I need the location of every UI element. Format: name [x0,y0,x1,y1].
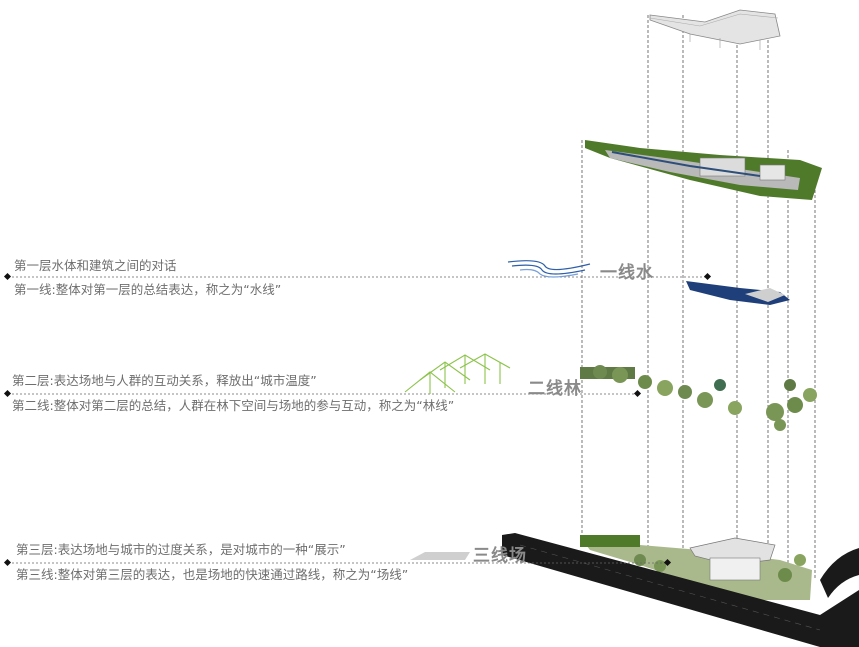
layer-3-label: 三线场 [473,546,527,566]
plaza-slab-icon [410,552,470,560]
layer-3-title: 第三层:表达场地与城市的过度关系，是对城市的一种“展示” [16,542,346,557]
layer-2-summary: 第二线:整体对第二层的总结，人群在林下空间与场地的参与互动，称之为“林线” [12,398,455,413]
site-field-layer [580,535,812,600]
layer-1-summary: 第一线:整体对第一层的总结表达，称之为“水线” [14,282,282,297]
layer-1-label: 一线水 [600,263,654,283]
forest-outline-icon [404,353,511,394]
road-curve [820,548,859,598]
ground-floor-layer [585,140,822,200]
layer-1-title: 第一层水体和建筑之间的对话 [14,258,177,273]
water-layer [686,281,790,305]
layer-2-title: 第二层:表达场地与人群的互动关系，释放出“城市温度” [12,373,317,388]
road [502,533,859,647]
layer-2-label: 二线林 [528,379,582,399]
leader-lines [8,276,708,564]
forest-layer [580,365,817,431]
roof-structure [649,9,781,50]
water-wave-icon [507,260,591,278]
leader-endpoints [3,272,712,567]
layer-3-summary: 第三线:整体对第三层的表达，也是场地的快速通过路线，称之为“场线” [16,567,409,582]
